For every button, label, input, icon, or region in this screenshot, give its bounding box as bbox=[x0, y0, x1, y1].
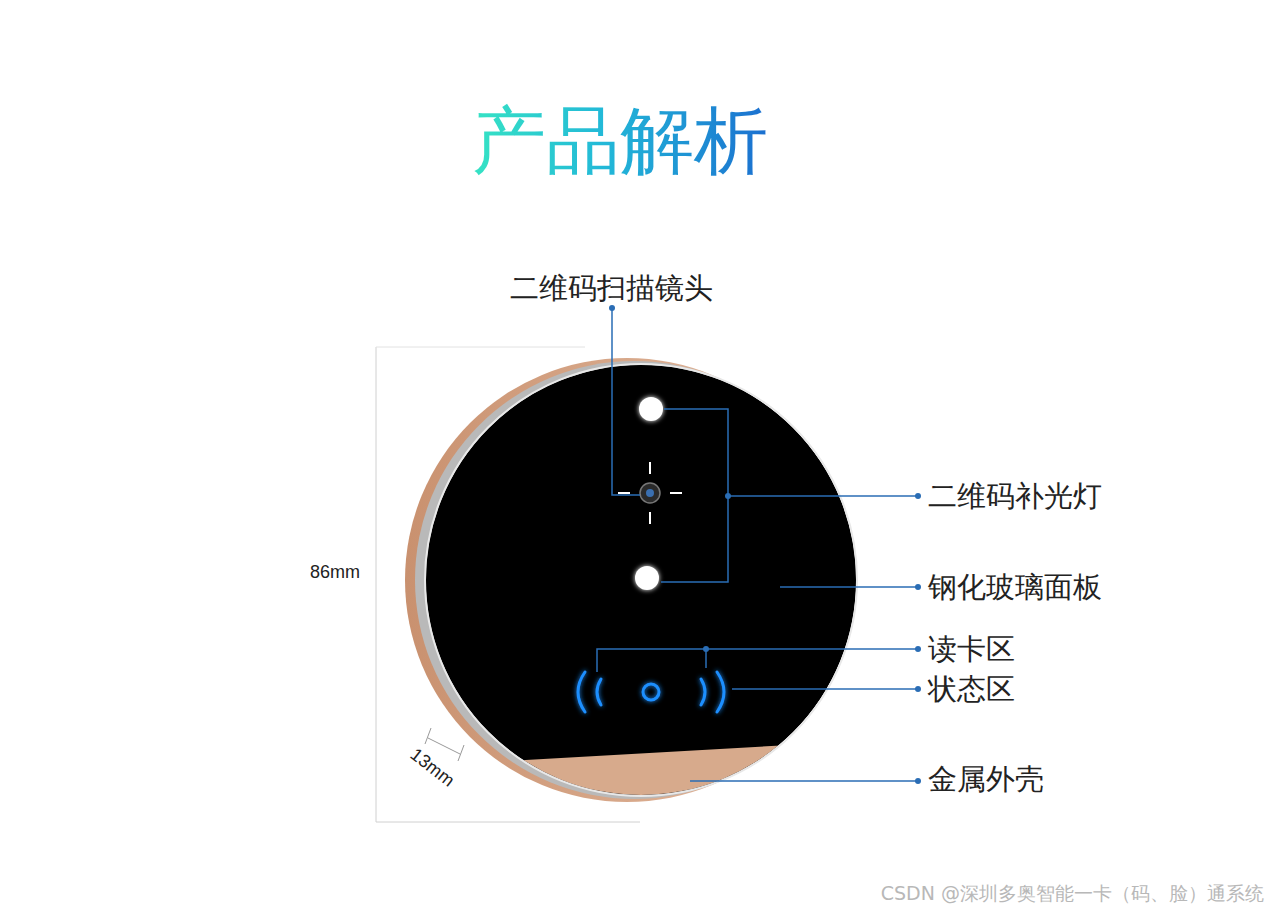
callout-label: 状态区 bbox=[928, 672, 1015, 707]
panel-rim bbox=[425, 364, 857, 796]
glass-panel-group bbox=[420, 360, 870, 830]
callout-label: 二维码扫描镜头 bbox=[510, 271, 713, 306]
callout-label: 二维码补光灯 bbox=[928, 479, 1102, 514]
fill-light bbox=[639, 397, 663, 421]
scan-lens-center bbox=[646, 489, 654, 497]
crosshair bbox=[618, 462, 682, 524]
reading-waves bbox=[578, 672, 724, 712]
dimension-line bbox=[376, 347, 377, 822]
leader-dots bbox=[609, 305, 921, 784]
page-title: 产品解析 bbox=[472, 96, 768, 185]
metal-housing-front bbox=[420, 745, 870, 830]
status-indicator bbox=[643, 684, 659, 700]
callout-label: 读卡区 bbox=[928, 632, 1015, 667]
glass-panel bbox=[420, 360, 870, 830]
fill-light bbox=[635, 566, 659, 590]
dimension-line bbox=[376, 347, 585, 348]
callout-label: 钢化玻璃面板 bbox=[928, 570, 1102, 605]
leader-lines bbox=[597, 308, 918, 781]
scan-lens bbox=[640, 483, 660, 503]
dimension-line bbox=[376, 822, 640, 823]
glass-panel bbox=[426, 365, 856, 795]
watermark: CSDN @深圳多奥智能一卡（码、脸）通系统 bbox=[881, 882, 1264, 905]
callout-label: 金属外壳 bbox=[928, 762, 1044, 797]
dimension-label: 13mm bbox=[406, 744, 459, 792]
dimension-label: 86mm bbox=[310, 562, 360, 584]
